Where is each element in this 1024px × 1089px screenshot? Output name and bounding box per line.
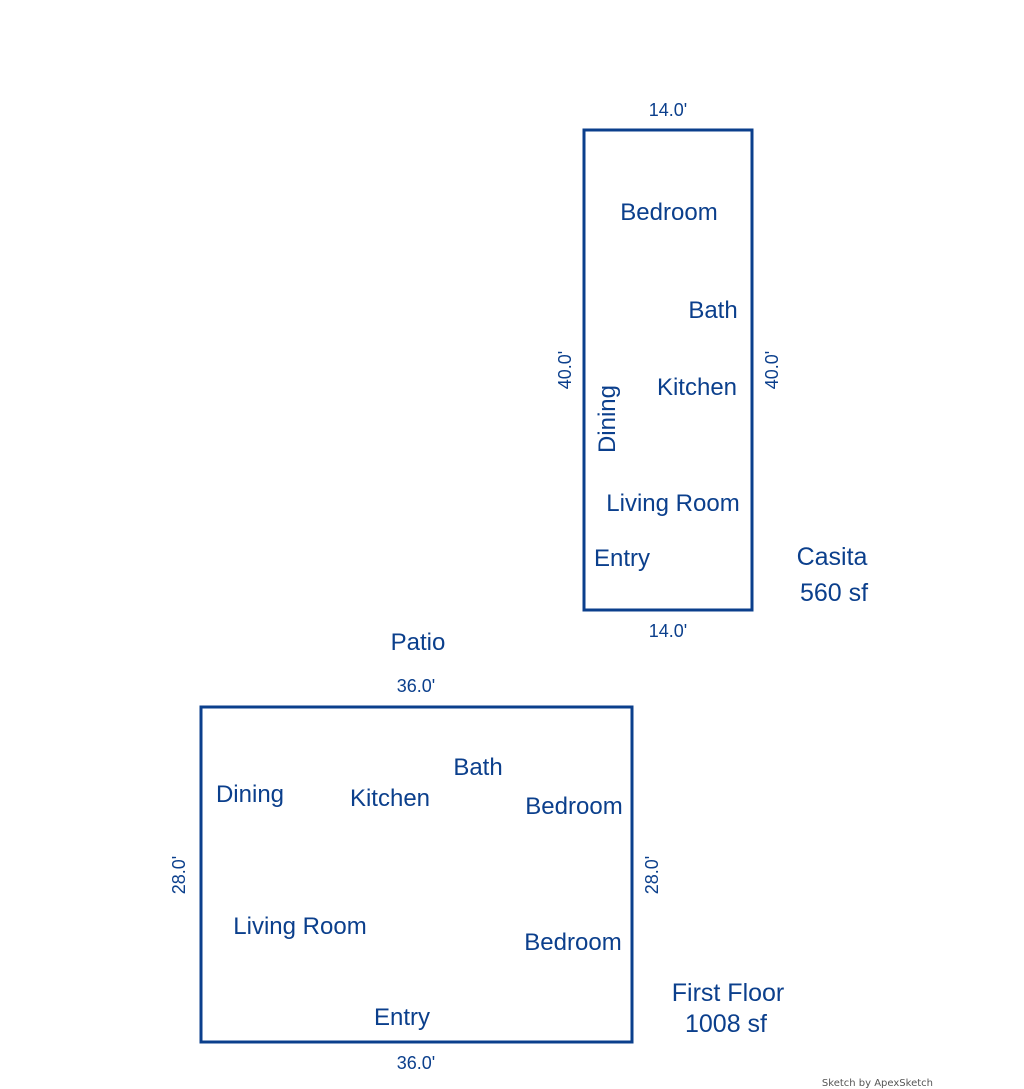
casita-name: Casita — [797, 543, 868, 571]
first-floor-outline — [199, 705, 634, 1044]
casita-room-living-room: Living Room — [606, 490, 739, 517]
patio-label: Patio — [391, 629, 446, 656]
first-floor-dim-top: 36.0' — [397, 676, 435, 696]
casita-room-kitchen: Kitchen — [657, 374, 737, 401]
first-floor-room-bedroom-1: Bedroom — [525, 793, 622, 820]
first-floor-room-bath: Bath — [453, 754, 502, 781]
casita-room-entry: Entry — [594, 545, 650, 572]
sketch-credit: Sketch by ApexSketch — [822, 1078, 933, 1089]
casita-area: 560 sf — [800, 579, 868, 607]
first-floor-room-entry: Entry — [374, 1004, 430, 1031]
casita-plan: 14.0' 14.0' 40.0' 40.0' Bedroom Bath Kit… — [555, 100, 868, 641]
first-floor-room-bedroom-2: Bedroom — [524, 929, 621, 956]
first-floor-room-kitchen: Kitchen — [350, 785, 430, 812]
casita-room-bath: Bath — [688, 297, 737, 324]
first-floor-area: 1008 sf — [685, 1010, 767, 1038]
first-floor-name: First Floor — [672, 979, 785, 1007]
casita-dim-left: 40.0' — [555, 351, 575, 389]
casita-room-dining: Dining — [594, 385, 621, 453]
first-floor-room-dining: Dining — [216, 781, 284, 808]
first-floor-dim-bottom: 36.0' — [397, 1053, 435, 1073]
first-floor-room-living-room: Living Room — [233, 913, 366, 940]
casita-outline — [582, 128, 754, 612]
casita-room-bedroom: Bedroom — [620, 199, 717, 226]
casita-dim-bottom: 14.0' — [649, 621, 687, 641]
first-floor-dim-right: 28.0' — [642, 856, 662, 894]
first-floor-dim-left: 28.0' — [169, 856, 189, 894]
first-floor-plan: 36.0' 36.0' 28.0' 28.0' Dining Kitchen B… — [169, 676, 784, 1073]
casita-dim-top: 14.0' — [649, 100, 687, 120]
casita-dim-right: 40.0' — [762, 351, 782, 389]
